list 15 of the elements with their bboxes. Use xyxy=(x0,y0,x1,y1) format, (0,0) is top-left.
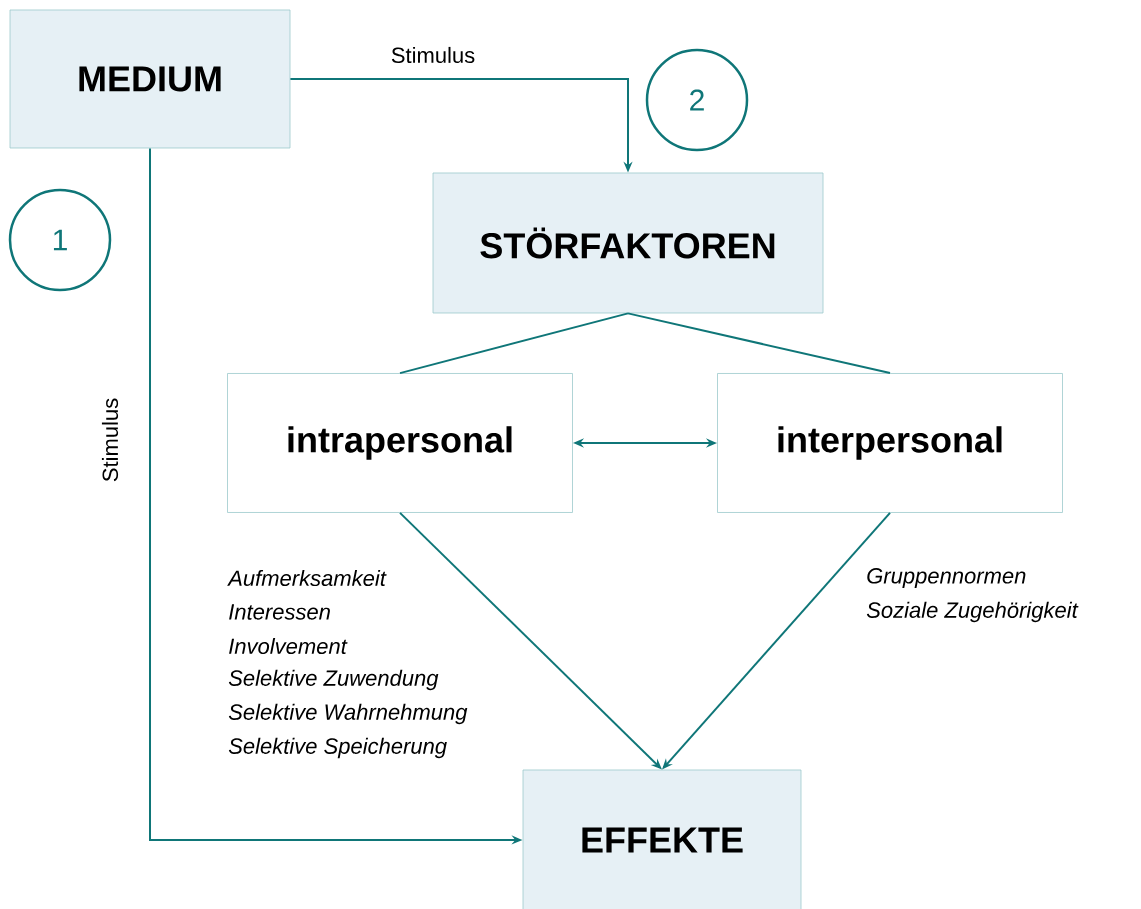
process-box: EFFEKTE xyxy=(522,769,802,909)
factor-label: Selektive Zuwendung xyxy=(228,669,439,691)
process-box: intrapersonal xyxy=(227,373,573,513)
process-box: interpersonal xyxy=(717,373,1063,513)
process-box: MEDIUM xyxy=(9,9,291,149)
factor-label: Selektive Wahrnehmung xyxy=(228,703,468,725)
factor-label: Gruppennormen xyxy=(867,568,1026,588)
edge-label: Stimulus xyxy=(100,396,120,484)
factor-label: Aufmerksamkeit xyxy=(227,569,387,587)
factor-label: Selektive Speicherung xyxy=(228,737,447,759)
factor-label: Interessen xyxy=(229,604,330,620)
process-box: STÖRFAKTOREN xyxy=(432,172,824,314)
factor-label: Involvement xyxy=(229,637,348,655)
factor-label: Soziale Zugehörigkeit xyxy=(866,601,1079,623)
edge-label: Stimulus xyxy=(389,45,477,65)
